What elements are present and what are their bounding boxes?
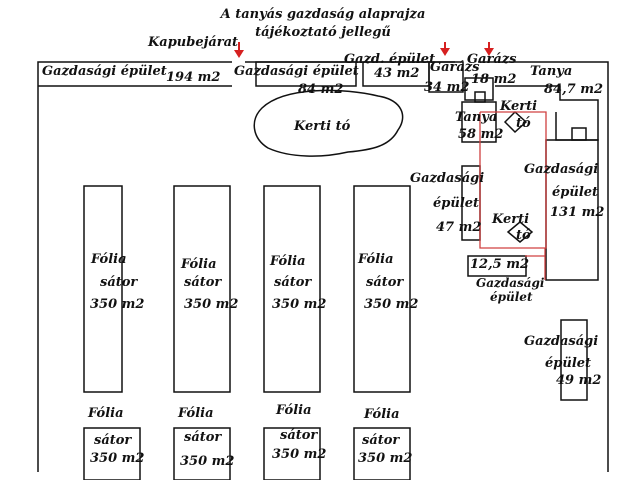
label-area-194: 194 m2 <box>166 70 221 85</box>
foil-tent-7 <box>263 427 321 480</box>
label-area-84: 84 m2 <box>298 82 344 97</box>
label-folia-5: Fólia <box>88 406 124 421</box>
arrow-garazs-2 <box>484 42 494 56</box>
label-folia-3: Fólia <box>270 254 306 269</box>
label-sator-7: sátor <box>280 428 318 443</box>
label-area-12-5: 12,5 m2 <box>470 257 529 272</box>
building-gazd-12-5 <box>467 255 527 277</box>
label-area-tent-6: 350 m2 <box>180 454 235 469</box>
label-area-tent-3: 350 m2 <box>272 297 327 312</box>
label-gazd-epulet-abbr: Gazd. épület <box>344 52 436 67</box>
label-folia-7: Fólia <box>276 403 312 418</box>
building-gazd-84 <box>255 61 357 87</box>
label-folia-4: Fólia <box>358 252 394 267</box>
label-kerti-to: Kerti tó <box>294 119 351 134</box>
small-pond-2 <box>506 221 534 243</box>
building-garazs-34 <box>428 61 464 93</box>
arrow-garazs-1 <box>440 42 450 56</box>
label-sator-8: sátor <box>362 433 400 448</box>
label-gazd-epulet-84: Gazdasági épület <box>234 64 359 79</box>
foil-tent-1 <box>83 185 123 393</box>
label-area-tent-4: 350 m2 <box>364 297 419 312</box>
building-small-1 <box>474 91 486 103</box>
label-gazdasagi-49: Gazdasági <box>524 334 599 349</box>
label-sator-4: sátor <box>366 275 404 290</box>
label-area-43: 43 m2 <box>374 66 420 81</box>
foil-tent-4 <box>353 185 411 393</box>
label-epulet-131: épület <box>552 185 599 200</box>
label-garazs-2: Garázs <box>467 52 517 67</box>
label-folia-6: Fólia <box>178 406 214 421</box>
foil-tent-3 <box>263 185 321 393</box>
title-line-2: tájékoztató jellegű <box>255 25 391 40</box>
label-gazd-epulet-194: Gazdasági épület <box>42 64 167 79</box>
foil-tent-5 <box>83 427 141 480</box>
label-area-tent-1: 350 m2 <box>90 297 145 312</box>
label-area-49: 49 m2 <box>556 373 602 388</box>
foil-tent-8 <box>353 427 411 480</box>
label-gazdasagi-12-5: Gazdasági <box>476 276 545 290</box>
label-area-58: 58 m2 <box>458 127 504 142</box>
label-folia-2: Fólia <box>181 257 217 272</box>
label-sator-3: sátor <box>274 275 312 290</box>
label-kapubejarat: Kapubejárat <box>148 35 239 50</box>
label-area-tent-7: 350 m2 <box>272 447 327 462</box>
arrow-kapubejarat <box>234 42 244 58</box>
label-kerti-1: Kerti <box>500 99 538 114</box>
label-kerti-2: Kerti <box>492 212 530 227</box>
foil-tent-6 <box>173 427 231 480</box>
label-gazdasagi-131: Gazdasági <box>524 162 599 177</box>
label-area-tent-8: 350 m2 <box>358 451 413 466</box>
building-gazd-49 <box>560 319 588 401</box>
label-sator-6: sátor <box>184 430 222 445</box>
garden-fence <box>479 111 547 249</box>
building-garazs-18 <box>464 77 494 101</box>
foil-tent-2 <box>173 185 231 393</box>
label-to-2: tó <box>516 228 531 243</box>
label-area-47: 47 m2 <box>436 220 482 235</box>
plan-title: A tanyás gazdaság alaprajza tájékoztató … <box>193 6 453 42</box>
label-sator-1: sátor <box>100 275 138 290</box>
garden-pond <box>253 89 404 157</box>
label-sator-2: sátor <box>184 275 222 290</box>
label-area-131: 131 m2 <box>550 205 605 220</box>
label-tanya-58: Tanya <box>455 110 498 125</box>
building-small-2 <box>571 127 587 141</box>
label-area-18: 18 m2 <box>471 72 517 87</box>
label-garazs-1: Garázs <box>430 60 480 75</box>
label-folia-1: Fólia <box>91 252 127 267</box>
label-epulet-12-5: épület <box>490 290 533 304</box>
title-line-1: A tanyás gazdaság alaprajza <box>220 7 426 22</box>
label-folia-8: Fólia <box>364 407 400 422</box>
label-epulet-47: épület <box>433 196 480 211</box>
label-sator-5: sátor <box>94 433 132 448</box>
label-area-84-7: 84,7 m2 <box>544 82 603 97</box>
label-tanya-main: Tanya <box>530 64 573 79</box>
label-area-tent-5: 350 m2 <box>90 451 145 466</box>
label-epulet-49: épület <box>545 356 592 371</box>
label-area-tent-2: 350 m2 <box>184 297 239 312</box>
small-pond-1 <box>503 110 528 134</box>
label-gazdasagi-47: Gazdasági <box>410 171 485 186</box>
label-to-1: tó <box>516 116 531 131</box>
label-area-34: 34 m2 <box>424 80 470 95</box>
